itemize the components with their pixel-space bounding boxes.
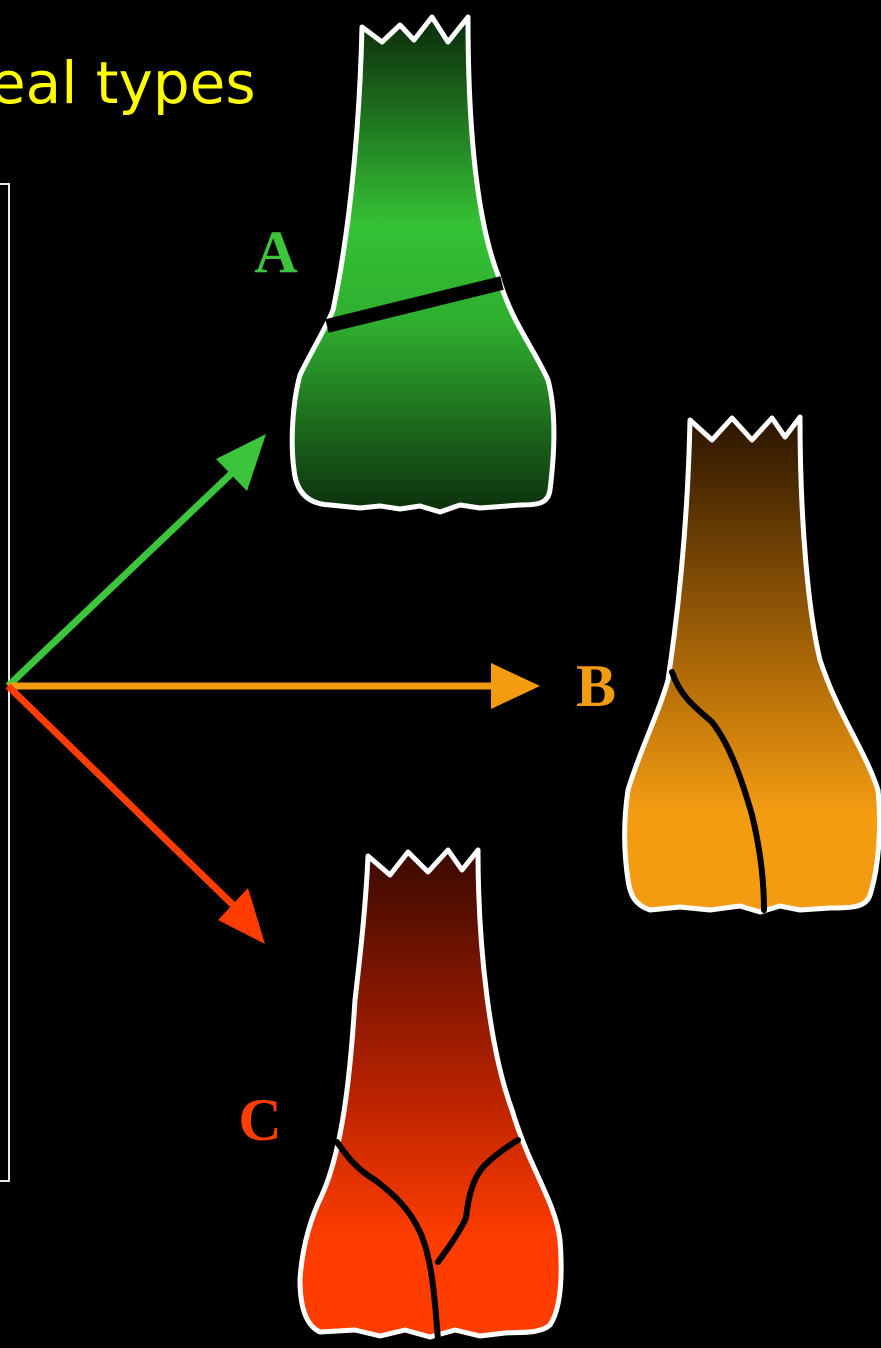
bone-b-shape — [622, 414, 881, 915]
bone-type-a — [289, 14, 557, 515]
bone-type-b — [622, 414, 881, 915]
bone-a-fracture-line — [325, 276, 504, 333]
bone-c-fracture-line-right — [435, 1137, 521, 1265]
slide-title: eal types — [0, 49, 256, 117]
label-a: A — [254, 219, 297, 285]
bone-c-shape — [297, 847, 564, 1340]
bone-c-fracture-line-left — [334, 1139, 441, 1343]
label-c: C — [238, 1087, 281, 1153]
arrow-to-b — [8, 663, 540, 709]
arrow-to-c — [5, 683, 265, 944]
bone-type-c — [297, 847, 564, 1343]
bone-b-fracture-line — [669, 669, 767, 913]
arrow-to-a — [5, 434, 266, 689]
label-b: B — [576, 653, 616, 719]
bone-a-shape — [289, 14, 557, 515]
